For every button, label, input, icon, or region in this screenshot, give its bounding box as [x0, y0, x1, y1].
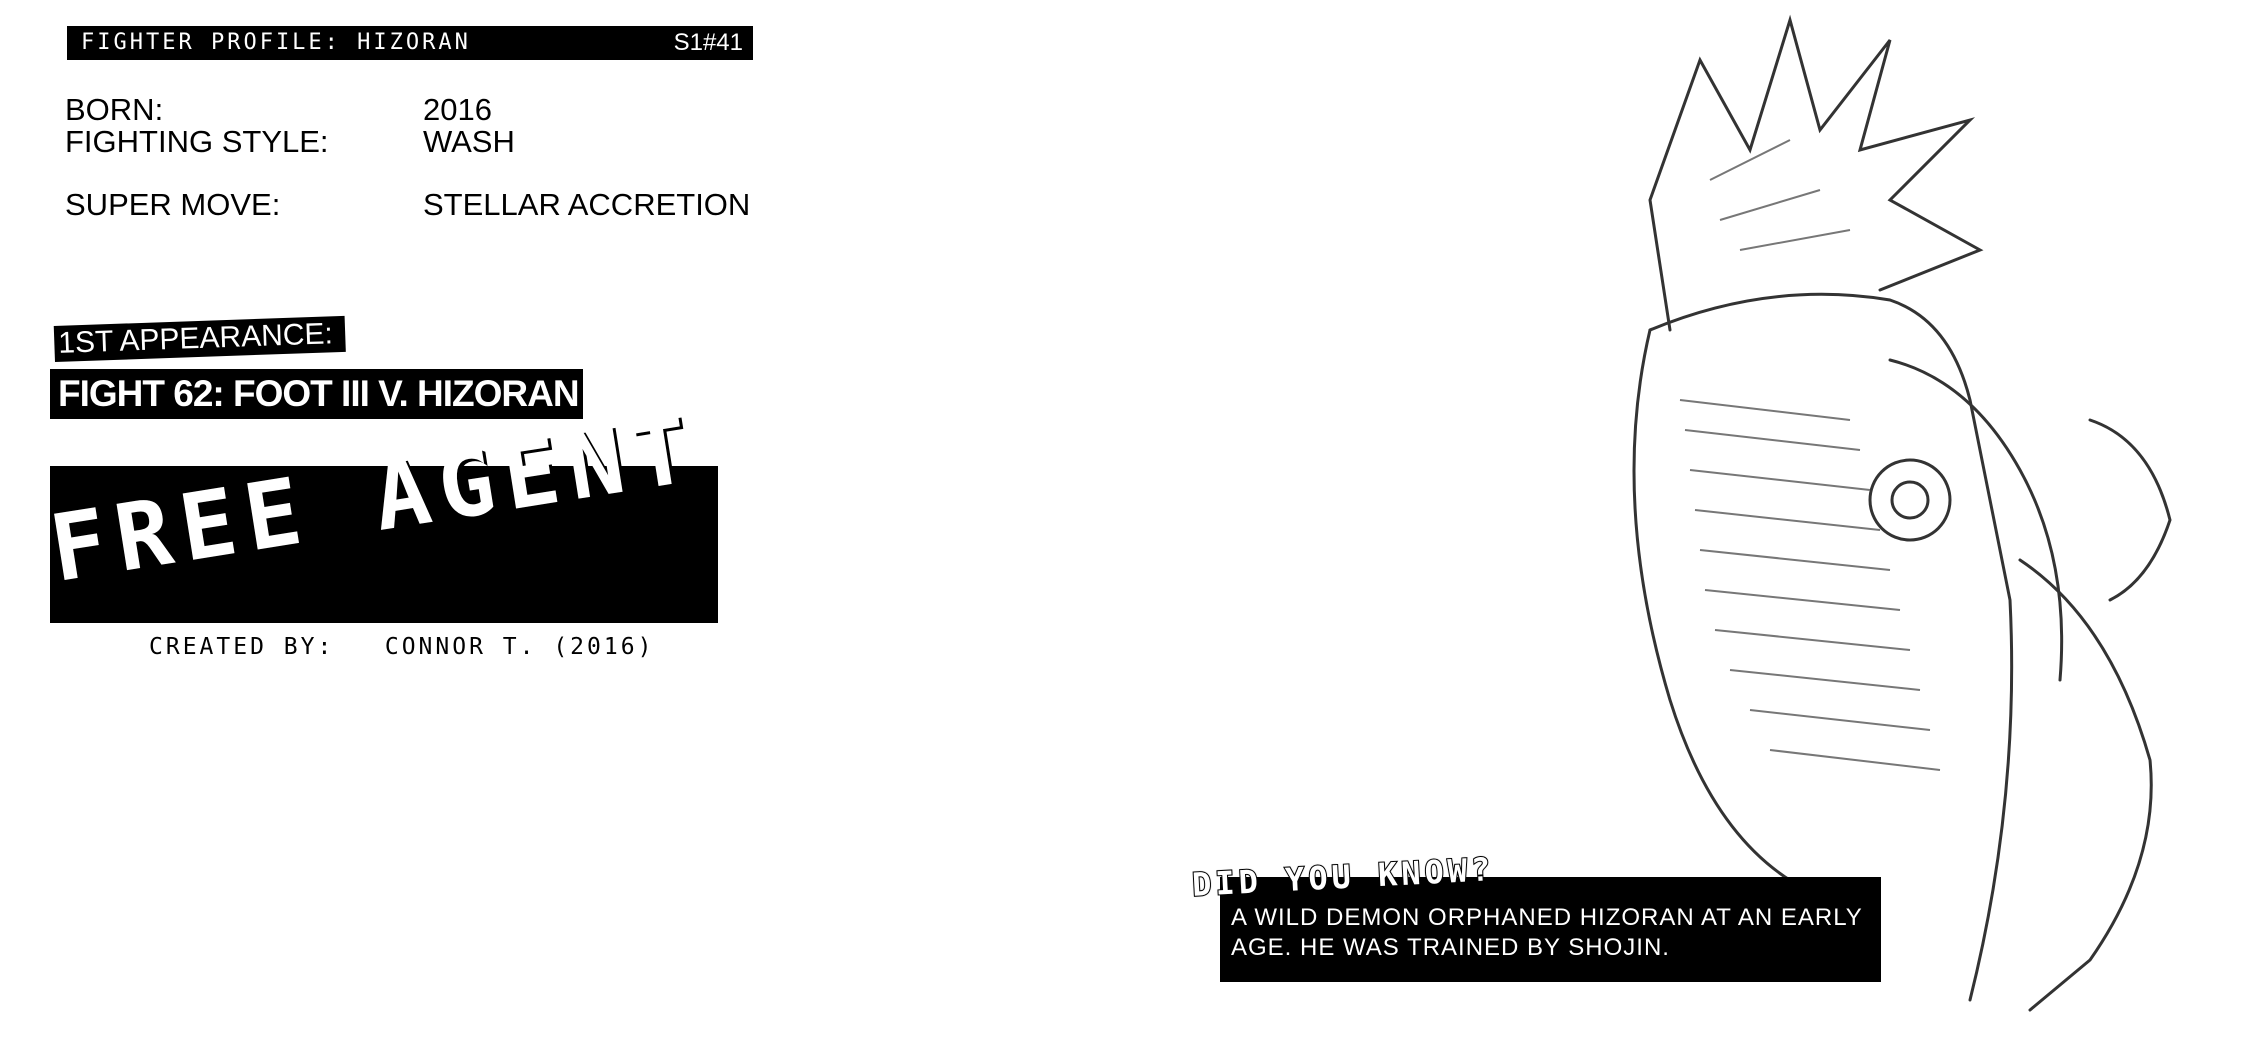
- status-text: FREE AGENT: [43, 395, 706, 603]
- trivia-body: A WILD DEMON ORPHANED HIZORAN AT AN EARL…: [1231, 904, 1863, 961]
- status-banner: FREE AGENT: [43, 395, 718, 623]
- super-move-label: SUPER MOVE:: [65, 187, 281, 222]
- first-appearance-label: 1ST APPEARANCE:: [53, 315, 346, 362]
- born-value: 2016: [423, 92, 492, 127]
- fighting-style-value: WASH: [423, 124, 515, 159]
- super-move-value: STELLAR ACCRETION: [423, 187, 751, 222]
- fighting-style-label: FIGHTING STYLE:: [65, 124, 329, 159]
- born-label: BORN:: [65, 92, 164, 127]
- trivia-box: [1220, 877, 1881, 982]
- profile-title: FIGHTER PROFILE: HIZORAN: [81, 30, 471, 55]
- profile-number: S1#41: [673, 29, 743, 56]
- first-appearance-fight: FIGHT 62: FOOT III V. HIZORAN: [50, 369, 583, 419]
- fighter-sketch-illustration: [1632, 14, 2172, 1012]
- profile-header-bar: FIGHTER PROFILE: HIZORAN S1#41: [67, 26, 753, 60]
- creator-credit: CREATED BY: CONNOR T. (2016): [149, 634, 655, 660]
